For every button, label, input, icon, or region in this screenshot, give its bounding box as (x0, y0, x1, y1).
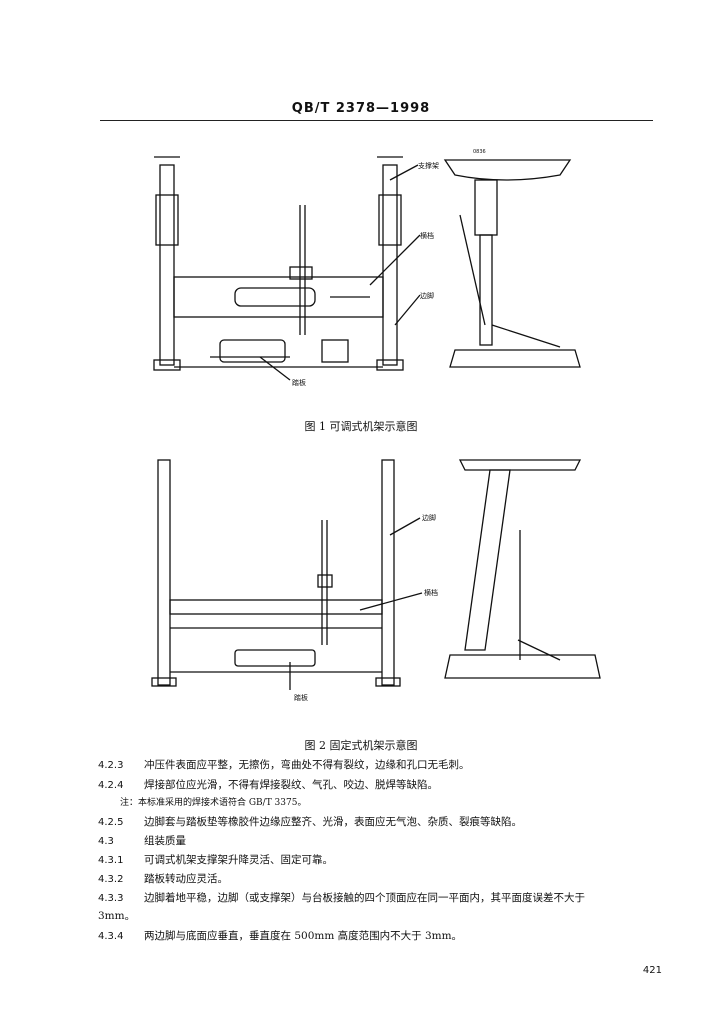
pedal-front (219, 339, 286, 363)
figure-1-drawing: 支撑架 横档 边脚 踏板 0836 (153, 149, 581, 387)
label-crossbar-2: 横档 (424, 588, 438, 597)
item-note: 注：本标准采用的焊接术语符合 GB/T 3375。 (120, 798, 307, 808)
label-pedal-2: 踏板 (294, 693, 308, 702)
label-top: 0836 (473, 149, 486, 155)
crossbar-front (173, 276, 384, 318)
left-leg (157, 459, 171, 686)
label-pedal: 踏板 (292, 378, 306, 387)
figure-2-caption: 图 2 固定式机架示意图 (304, 739, 418, 752)
figure-1-caption: 图 1 可调式机架示意图 (304, 420, 418, 433)
side-top-2 (458, 459, 582, 471)
figure-2-drawing: 边脚 横档 踏板 (151, 459, 601, 702)
label-side-leg: 边脚 (420, 291, 434, 300)
crossbar-2 (169, 599, 383, 615)
item-4-3-3-cont: 3mm。 (98, 910, 136, 922)
pedal-2 (234, 649, 316, 667)
label-support: 支撑架 (418, 161, 439, 170)
right-support-post (382, 164, 398, 366)
label-side-leg-2: 边脚 (422, 513, 436, 522)
side-top-support (443, 159, 572, 181)
page-number: 421 (642, 965, 662, 976)
left-support-post (159, 164, 175, 366)
header-rule (100, 120, 653, 121)
label-crossbar: 横档 (420, 231, 434, 240)
right-leg (381, 459, 395, 686)
page-header: QB/T 2378—1998 (291, 101, 431, 116)
